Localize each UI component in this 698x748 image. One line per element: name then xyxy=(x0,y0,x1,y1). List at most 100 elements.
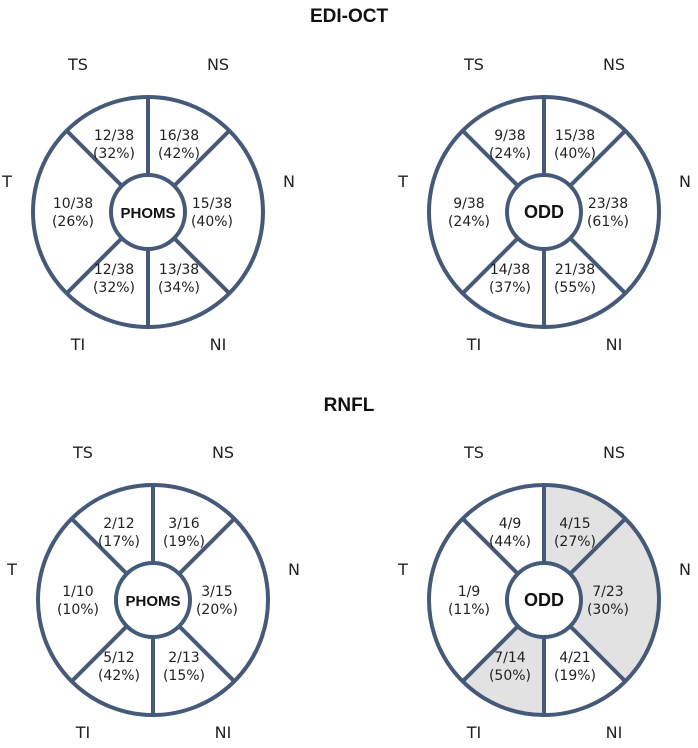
sector-ti xyxy=(462,238,544,327)
sector-n-fraction: 23/38 xyxy=(588,196,628,212)
sector-ni-percent: (15%) xyxy=(163,668,205,684)
sector-ns-percent: (40%) xyxy=(554,146,596,162)
sector-divider xyxy=(568,517,627,576)
outer-label-ti: TI xyxy=(75,723,91,742)
sector-ti-percent: (42%) xyxy=(98,668,140,684)
sector-ts xyxy=(71,485,153,574)
sector-ts-percent: (24%) xyxy=(489,146,531,162)
sector-ti-fraction: 14/38 xyxy=(490,262,530,278)
sector-divider xyxy=(70,517,129,576)
sector-ni xyxy=(544,626,626,715)
outer-label-ti: TI xyxy=(466,723,482,742)
sector-ns xyxy=(544,97,626,186)
sector-ts-fraction: 2/12 xyxy=(103,516,134,532)
sector-ts-percent: (32%) xyxy=(93,146,135,162)
diagram-rnfl-odd: ODD4/9(44%)4/15(27%)7/23(30%)4/21(19%)7/… xyxy=(397,443,691,742)
sector-t xyxy=(33,130,122,294)
outer-label-ti: TI xyxy=(70,335,86,354)
sector-n-percent: (30%) xyxy=(587,602,629,618)
sector-ts-fraction: 9/38 xyxy=(494,128,525,144)
sector-divider xyxy=(568,624,627,683)
sector-ns-fraction: 16/38 xyxy=(159,128,199,144)
sector-ni-fraction: 2/13 xyxy=(168,650,199,666)
outer-label-t: T xyxy=(1,172,12,191)
center-label: ODD xyxy=(524,202,564,222)
inner-circle xyxy=(114,561,192,639)
outer-label-ns: NS xyxy=(603,55,625,74)
sector-ti xyxy=(71,626,153,715)
section-title-rnfl: RNFL xyxy=(324,395,375,416)
sector-ns xyxy=(153,485,235,574)
diagram-edi-odd: ODD 9/38 (24%) 15/38 (40%) 23/38 (61%) 21/38 (55… xyxy=(397,55,691,354)
inner-circle xyxy=(505,561,583,639)
outer-label-t: T xyxy=(397,560,408,579)
sector-ni-percent: (34%) xyxy=(158,280,200,296)
center-label: PHOMS xyxy=(120,205,175,222)
outer-label-ts: TS xyxy=(463,55,484,74)
outer-label-t: T xyxy=(397,172,408,191)
sector-ni-percent: (55%) xyxy=(554,280,596,296)
sector-t-percent: (10%) xyxy=(57,602,99,618)
sector-divider xyxy=(177,517,236,576)
sector-ts-percent: (44%) xyxy=(489,534,531,550)
sector-ti xyxy=(66,238,148,327)
outer-label-ns: NS xyxy=(207,55,229,74)
outer-label-ti: TI xyxy=(466,335,482,354)
sector-ti-percent: (32%) xyxy=(93,280,135,296)
outer-label-ni: NI xyxy=(210,335,227,354)
outer-label-ni: NI xyxy=(215,723,232,742)
sector-t xyxy=(429,518,518,682)
sector-ti-fraction: 12/38 xyxy=(94,262,134,278)
sector-n-fraction: 7/23 xyxy=(592,584,623,600)
sector-ni xyxy=(544,238,626,327)
outer-label-ns: NS xyxy=(603,443,625,462)
inner-circle xyxy=(109,173,187,251)
outer-label-n: N xyxy=(288,560,300,579)
outer-ring xyxy=(36,483,270,717)
sector-ts xyxy=(462,485,544,574)
sector-ti-fraction: 7/14 xyxy=(494,650,526,666)
sector-ts-fraction: 4/9 xyxy=(499,516,522,532)
sector-divider xyxy=(177,624,236,683)
sector-ns-fraction: 15/38 xyxy=(555,128,595,144)
sector-ni-percent: (19%) xyxy=(554,668,596,684)
sector-ni xyxy=(153,626,235,715)
sector-divider xyxy=(461,624,520,683)
sector-ni-fraction: 21/38 xyxy=(555,262,595,278)
outer-label-ns: NS xyxy=(212,443,234,462)
sector-ni-fraction: 4/21 xyxy=(559,650,590,666)
sector-divider xyxy=(70,624,129,683)
sector-ti-fraction: 5/12 xyxy=(103,650,134,666)
outer-label-t: T xyxy=(6,560,17,579)
sector-n-fraction: 15/38 xyxy=(192,196,232,212)
sector-ti xyxy=(462,626,544,715)
sector-t-percent: (24%) xyxy=(448,214,490,230)
section-title-edi-oct: EDI-OCT xyxy=(310,6,389,27)
sector-divider xyxy=(65,129,124,188)
sector-ns-fraction: 3/16 xyxy=(168,516,200,532)
sector-ts-fraction: 12/38 xyxy=(94,128,134,144)
diagram-edi-phoms: PHOMS12/38(32%)16/38(42%)15/38(40%)13/38… xyxy=(1,55,295,354)
outer-label-n: N xyxy=(679,560,691,579)
sector-ts xyxy=(462,97,544,186)
sector-t xyxy=(38,518,127,682)
outer-label-ni: NI xyxy=(606,335,623,354)
sector-ni-fraction: 13/38 xyxy=(159,262,199,278)
sector-n xyxy=(570,130,659,294)
sector-t xyxy=(429,130,518,294)
sector-ns xyxy=(148,97,230,186)
sector-n-percent: (61%) xyxy=(587,214,629,230)
sector-ns-fraction: 4/15 xyxy=(559,516,590,532)
sector-n-percent: (20%) xyxy=(196,602,238,618)
center-label: PHOMS xyxy=(125,593,180,610)
sector-ni xyxy=(148,238,230,327)
sector-divider xyxy=(568,236,627,295)
sector-n-fraction: 3/15 xyxy=(201,584,232,600)
sector-n xyxy=(179,518,268,682)
outer-label-ni: NI xyxy=(606,723,623,742)
sector-ns xyxy=(544,485,626,574)
diagram-layer: PHOMS 12/38 (32%) 16/38 (42%) 15/38 (40%) 13/38… xyxy=(1,55,691,742)
sector-t-fraction: 9/38 xyxy=(453,196,484,212)
sector-ti-percent: (50%) xyxy=(489,668,531,684)
